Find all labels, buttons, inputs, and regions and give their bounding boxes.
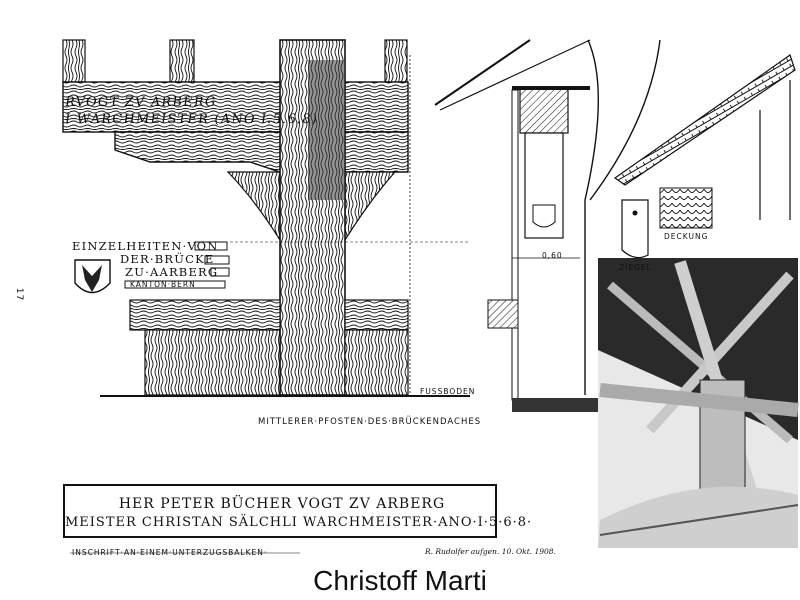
slide-caption: Christoff Marti bbox=[313, 565, 487, 596]
title-line1: EINZELHEITEN·VON bbox=[72, 239, 219, 253]
ziegel-label: ZIEGEL bbox=[619, 263, 652, 272]
width-dimension-label: 0,60 bbox=[542, 251, 563, 260]
roof-detail bbox=[613, 54, 796, 259]
inscription-caption: INSCHRIFT·AN·EINEM·UNTERZUGSBALKEN· bbox=[72, 548, 268, 557]
title-line4: KANTON·BERN bbox=[130, 280, 196, 289]
signature-label: R. Rudolfer aufgen. 10. Okt. 1908. bbox=[425, 547, 556, 556]
inscription-box: HER PETER BÜCHER VOGT ZV ARBERG MEISTER … bbox=[63, 484, 533, 538]
beam-inscription-line2: I WARCHMEISTER (ANO I.5.6.8) bbox=[63, 112, 320, 127]
title-line3: ZU·AARBERG bbox=[125, 265, 219, 279]
post-elevation bbox=[62, 39, 470, 397]
inscription-line2: MEISTER CHRISTAN SÄLCHLI WARCHMEISTER·AN… bbox=[65, 515, 533, 530]
beam-inscription-line1: RVOGT ZV ARBERG bbox=[63, 95, 218, 110]
page-number-label: 17 bbox=[14, 287, 25, 302]
post-cross-section bbox=[434, 39, 661, 412]
deckung-label: DECKUNG bbox=[664, 232, 709, 241]
inscription-line1: HER PETER BÜCHER VOGT ZV ARBERG bbox=[118, 496, 446, 512]
title-line2: DER·BRÜCKE bbox=[120, 252, 215, 266]
photograph bbox=[598, 258, 799, 548]
title-legend bbox=[124, 241, 230, 289]
fussboden-label: FUSSBODEN bbox=[420, 387, 476, 396]
post-caption-label: MITTLERER·PFOSTEN·DES·BRÜCKENDACHES bbox=[258, 417, 482, 427]
